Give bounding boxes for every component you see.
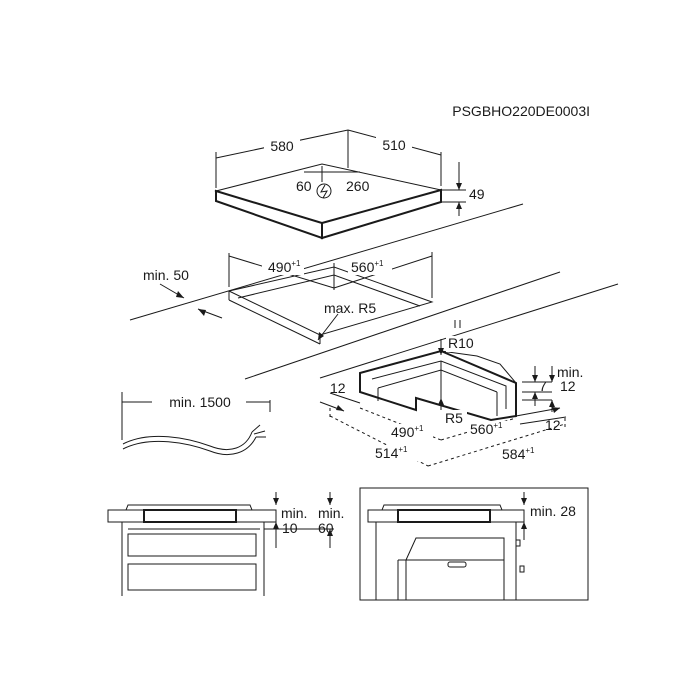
frame-outer-width-label: 514+1 <box>375 445 408 461</box>
drawer-min-b-line2: 60 <box>318 520 334 536</box>
hob-height-label: 49 <box>469 186 485 202</box>
drawer-min-a-line2: 10 <box>282 520 298 536</box>
section-drawer-drawing <box>107 492 334 596</box>
frame-radius-top-label: R10 <box>448 335 474 351</box>
cable-drawing <box>121 392 271 455</box>
frame-outer-depth-label: 584+1 <box>502 446 535 462</box>
hob-depth-label: 510 <box>382 137 406 153</box>
frame-min-12-line2: 12 <box>560 378 576 394</box>
cable-min-length-label: min. 1500 <box>169 394 231 410</box>
frame-right-gap-label: 12 <box>545 417 561 433</box>
cutout-depth-label: 560+1 <box>351 259 384 275</box>
cable-right-offset-label: 260 <box>346 178 370 194</box>
frame-radius-inner-label: R5 <box>445 410 463 426</box>
worktop-drawing <box>129 203 619 380</box>
section-oven-drawing <box>359 487 589 601</box>
hob-drawing <box>214 129 466 240</box>
frame-gap-7-label: 7 <box>539 378 547 394</box>
cable-left-offset-label: 60 <box>296 178 312 194</box>
min-edge-distance-label: min. 50 <box>143 267 189 283</box>
connection-symbol <box>316 183 332 199</box>
frame-left-gap-label: 12 <box>330 380 346 396</box>
corner-radius-label: max. R5 <box>324 300 376 316</box>
oven-clearance-label: min. 28 <box>530 503 576 519</box>
cutout-width-label: 490+1 <box>268 259 301 275</box>
frame-inner-width-label: 490+1 <box>391 424 424 440</box>
drawer-min-b-line1: min. <box>318 505 344 521</box>
document-code: PSGBHO220DE0003I <box>452 103 590 119</box>
drawer-min-a-line1: min. <box>281 505 307 521</box>
frame-min-12-line1: min. <box>557 364 583 380</box>
hob-width-label: 580 <box>270 138 294 154</box>
frame-inner-depth-label: 560+1 <box>470 421 503 437</box>
